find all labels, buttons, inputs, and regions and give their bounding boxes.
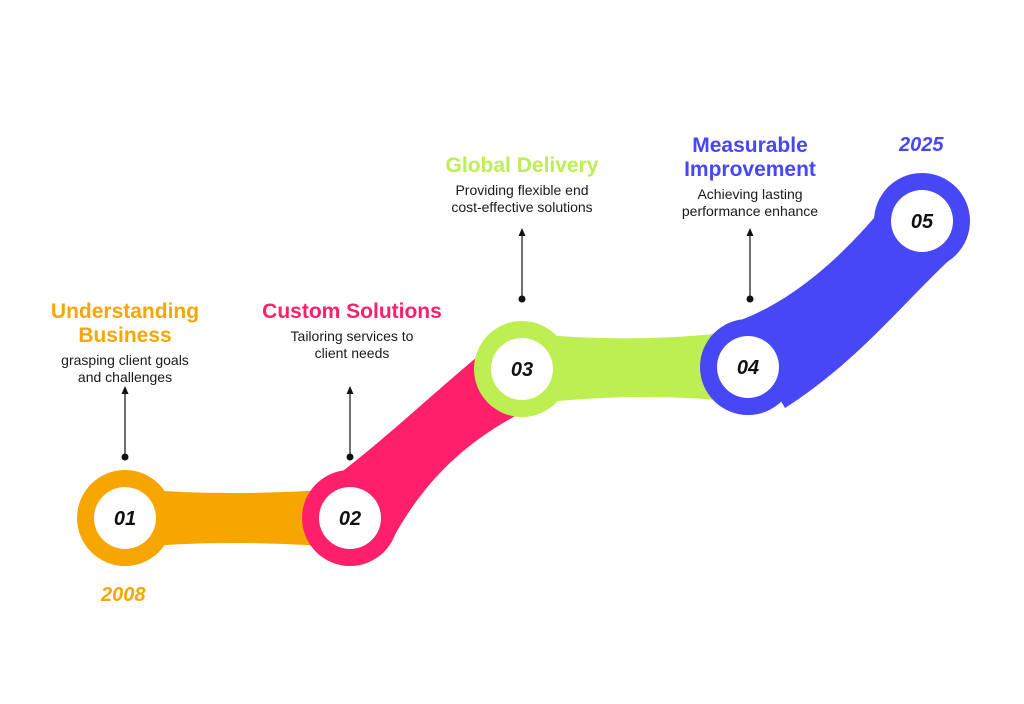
arrow-pin-icon [518, 228, 526, 303]
step-number-01: 01 [114, 508, 136, 530]
connector-01-02 [125, 488, 350, 548]
step-number-02: 02 [339, 508, 361, 530]
step-number-03: 03 [511, 359, 533, 381]
arrow-pin-icon [121, 386, 129, 461]
step-01-title: Understanding Business [50, 300, 200, 347]
step-number-04: 04 [737, 357, 759, 379]
step-disc-04 [717, 336, 779, 398]
arrow-pin-icon [746, 228, 754, 303]
step-02-text: Custom Solutions Tailoring services to c… [242, 300, 462, 362]
step-disc-01 [94, 487, 156, 549]
step-disc-03 [491, 338, 553, 400]
step-01-text: Understanding Business grasping client g… [20, 300, 230, 386]
step-03-description: Providing flexible end cost-effective so… [451, 182, 593, 215]
step-number-05: 05 [911, 211, 934, 233]
arrow-pin-icon [346, 386, 354, 461]
start-year-label: 2008 [101, 584, 146, 606]
step-01-description: grasping client goals and challenges [61, 352, 189, 385]
step-04-title: Measurable Improvement [684, 134, 816, 181]
end-year-label: 2025 [899, 134, 944, 156]
connector-03-04 [522, 330, 748, 405]
step-03-text: Global Delivery Providing flexible end c… [412, 154, 632, 216]
step-disc-02 [319, 487, 381, 549]
step-02-title: Custom Solutions [262, 300, 442, 323]
step-04-text: Measurable Improvement Achieving lasting… [640, 134, 860, 220]
step-04-description: Achieving lasting performance enhance [681, 186, 819, 219]
step-disc-05 [891, 190, 953, 252]
step-03-title: Global Delivery [445, 154, 599, 177]
step-02-description: Tailoring services to client needs [290, 328, 414, 361]
